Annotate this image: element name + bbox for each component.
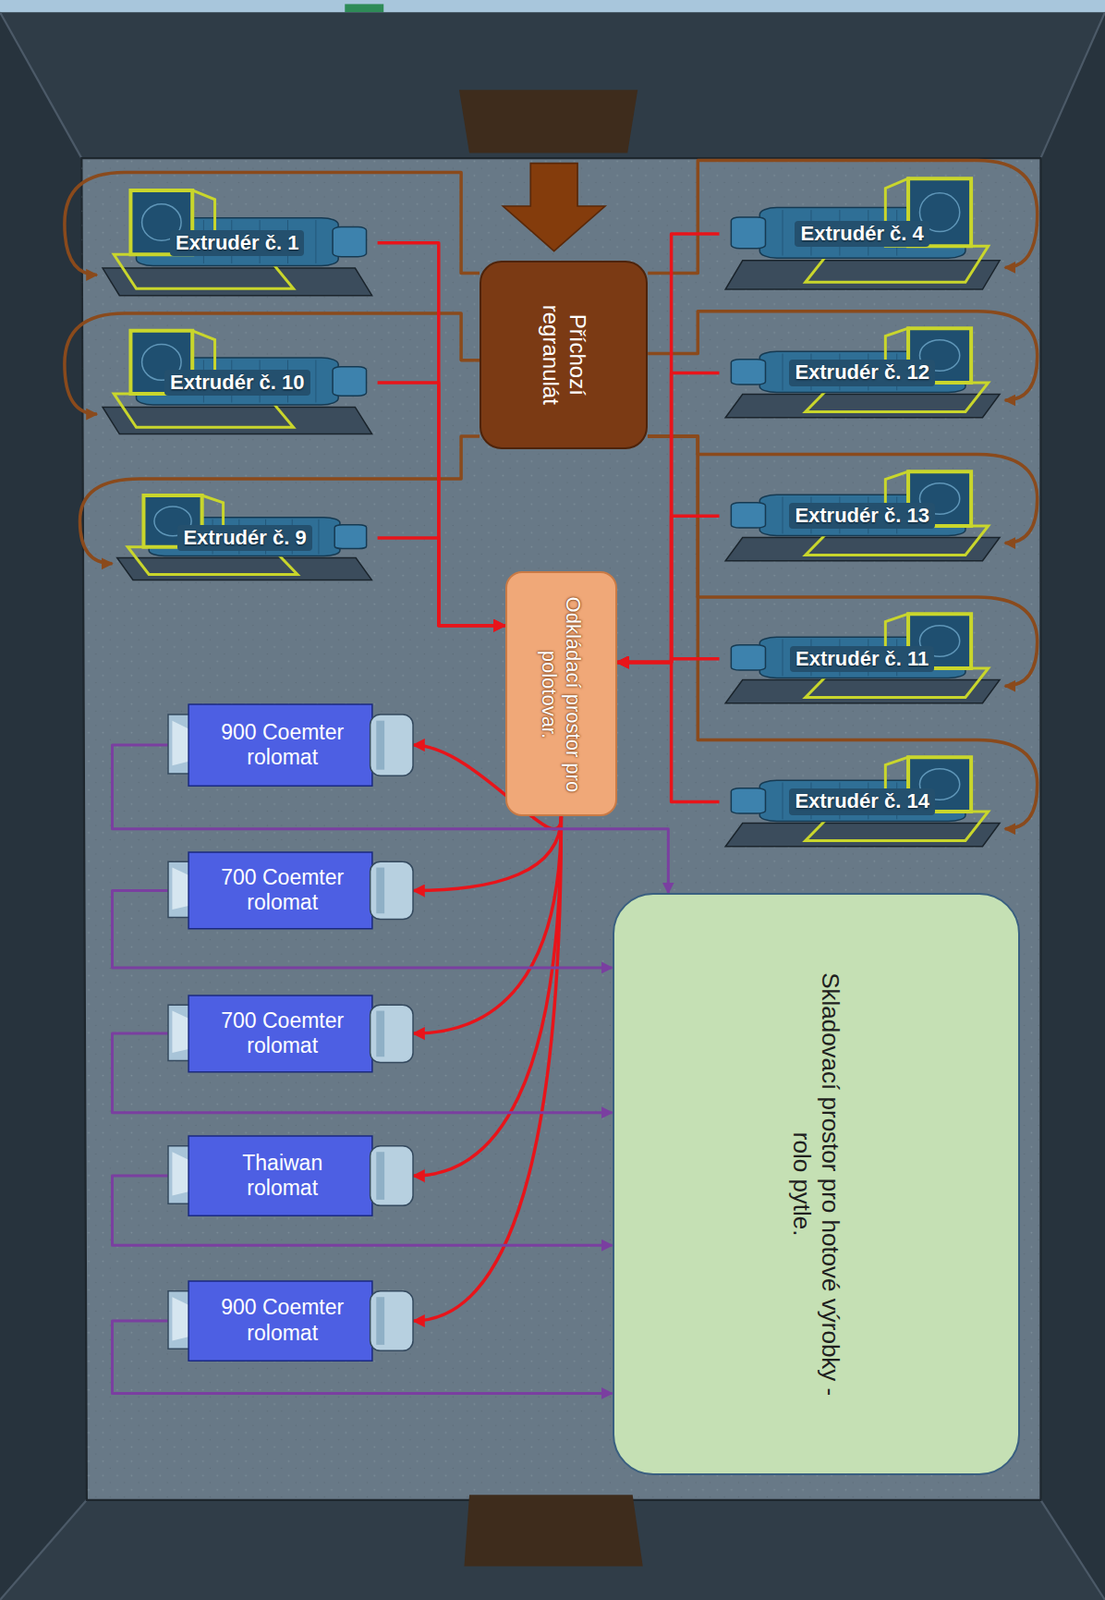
semi-product-arrow xyxy=(377,537,506,626)
input-area: Příchozí regranulát xyxy=(479,260,648,450)
rolomat-machine: 700 Coemter rolomat xyxy=(168,851,413,929)
buffer-area: Odkládací prostor pro polotovar. xyxy=(505,570,618,816)
node-label: 900 Coemter rolomat xyxy=(206,1294,359,1346)
extruder-machine: Extrudér č. 14 xyxy=(719,752,1006,850)
node-label: Příchozí regranulát xyxy=(536,272,591,438)
node-label: Extrudér č. 13 xyxy=(789,502,935,529)
node-label: Extrudér č. 14 xyxy=(789,788,935,814)
extruder-machine: Extrudér č. 9 xyxy=(111,491,377,583)
material-feed-arrow xyxy=(64,313,480,414)
material-feed-arrow xyxy=(80,436,481,564)
node-label: Skladovací prostor pro hotové výrobky - … xyxy=(787,966,845,1401)
material-feed-arrow xyxy=(647,436,1037,544)
extruder-machine: Extrudér č. 11 xyxy=(719,609,1006,707)
node-label: Thaiwan rolomat xyxy=(206,1150,359,1202)
material-feed-arrow xyxy=(64,172,480,276)
node-label: 700 Coemter rolomat xyxy=(206,1007,359,1059)
semi-product-arrow xyxy=(412,815,561,1033)
storage-area: Skladovací prostor pro hotové výrobky - … xyxy=(612,892,1021,1474)
rolomat-machine: 900 Coemter rolomat xyxy=(168,704,413,786)
extruder-machine: Extrudér č. 12 xyxy=(719,324,1006,422)
semi-product-arrow xyxy=(617,658,719,663)
material-feed-arrow xyxy=(647,436,1037,686)
node-label: Extrudér č. 12 xyxy=(789,359,935,386)
node-label: Extrudér č. 1 xyxy=(170,230,304,256)
extruder-machine: Extrudér č. 13 xyxy=(719,467,1006,565)
extruder-machine: Extrudér č. 4 xyxy=(719,173,1006,294)
semi-product-arrow xyxy=(412,815,561,1321)
semi-product-arrow xyxy=(617,662,719,802)
rolomat-machine: Thaiwan rolomat xyxy=(168,1135,413,1215)
node-label: Odkládací prostor pro polotovar. xyxy=(536,584,586,803)
node-label: Extrudér č. 9 xyxy=(177,524,312,551)
node-label: 900 Coemter rolomat xyxy=(206,719,359,771)
node-label: Extrudér č. 4 xyxy=(794,220,929,247)
semi-product-arrow xyxy=(412,815,561,890)
extruder-machine: Extrudér č. 1 xyxy=(97,185,378,301)
semi-product-arrow xyxy=(412,815,561,1176)
material-feed-arrow xyxy=(647,311,1037,401)
node-label: 700 Coemter rolomat xyxy=(206,864,359,916)
node-label: Extrudér č. 11 xyxy=(789,645,935,672)
rolomat-machine: 700 Coemter rolomat xyxy=(168,995,413,1072)
rolomat-machine: 900 Coemter rolomat xyxy=(168,1280,413,1360)
material-feed-arrow xyxy=(647,436,1037,829)
semi-product-arrow xyxy=(617,515,719,662)
extruder-machine: Extrudér č. 10 xyxy=(97,326,378,438)
material-feed-arrow xyxy=(647,159,1037,273)
node-label: Extrudér č. 10 xyxy=(164,369,311,396)
